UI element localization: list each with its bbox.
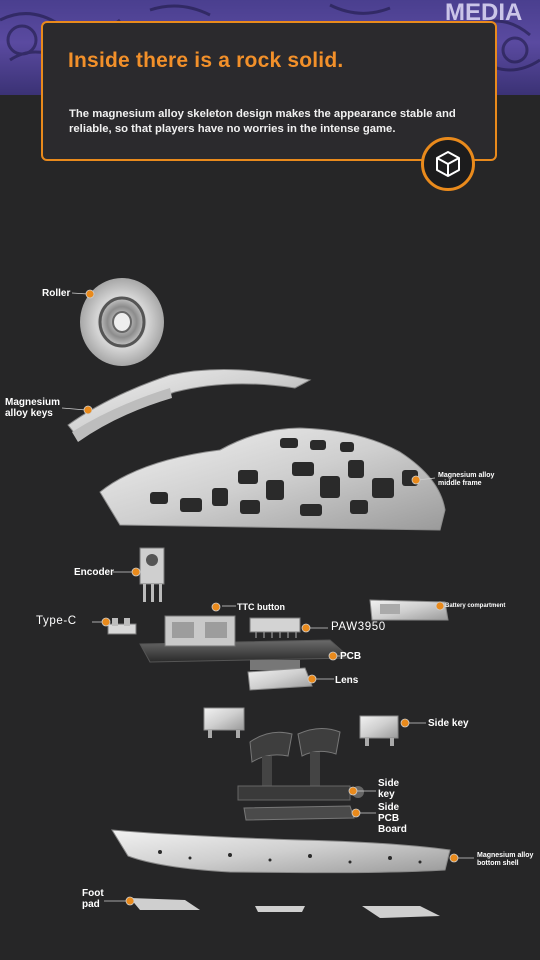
label-side-key-center: Side key: [378, 778, 400, 800]
label-bottom-shell: Magnesium alloy bottom shell: [477, 852, 534, 867]
side-key-assembly-part: [237, 728, 364, 801]
leader-lines: [61, 289, 474, 906]
label-type-c: Type-C: [36, 615, 77, 627]
label-side-key-right: Side key: [428, 718, 469, 729]
label-lens: Lens: [335, 675, 359, 686]
cube-icon: [421, 137, 475, 191]
encoder-part: [139, 547, 165, 602]
feature-banner: Inside there is a rock solid. The magnes…: [41, 21, 497, 191]
label-middle-frame: Magnesium alloy middle frame: [438, 472, 495, 487]
foot-pad-part: [130, 898, 440, 918]
label-foot-pad: Foot pad: [82, 888, 104, 910]
roller-part: [80, 278, 164, 366]
bottom-shell-part: [111, 829, 451, 874]
label-battery-compartment: Battery compartment: [445, 603, 506, 609]
label-encoder: Encoder: [74, 567, 115, 578]
label-sensor: PAW3950: [331, 621, 386, 633]
side-pcb-part: [243, 805, 355, 821]
type-c-part: [107, 618, 137, 635]
label-side-pcb: Side PCB Board: [378, 802, 407, 835]
banner-title: Inside there is a rock solid.: [68, 49, 344, 72]
battery-part: [369, 599, 449, 621]
lens-part: [247, 667, 313, 691]
middle-frame-part: [99, 427, 446, 531]
magnesium-keys-part: [67, 369, 312, 442]
side-key-left-part: [203, 707, 245, 738]
label-magnesium-keys: Magnesium alloy keys: [5, 397, 61, 419]
banner-description: The magnesium alloy skeleton design make…: [69, 108, 456, 135]
label-ttc-button: TTC button: [237, 602, 285, 612]
side-key-right-part: [359, 715, 399, 746]
pcb-part: [139, 615, 352, 670]
label-pcb: PCB: [340, 651, 362, 662]
label-roller: Roller: [42, 288, 71, 299]
